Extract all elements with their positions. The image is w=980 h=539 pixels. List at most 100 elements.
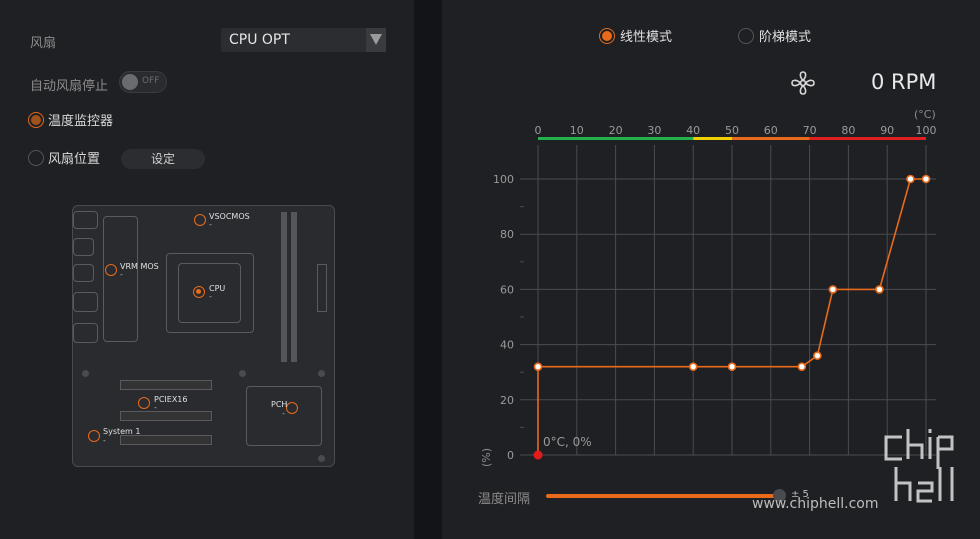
y-tick-labels: 0 20 40 60 80 100 [493,173,514,462]
temp-interval-label: 温度间隔 [478,492,531,507]
y-tick-label: 40 [500,339,514,352]
y-unit-label: (%) [480,448,493,467]
io-port [73,323,98,343]
sensor-vsocmos[interactable] [194,214,206,226]
pcie-slot [120,380,212,390]
temp-monitor-label: 温度监控器 [48,114,114,129]
sensor-label: System 1 [103,427,141,436]
rpm-readout: 0 RPM [871,70,937,94]
cpu-socket-inner [178,263,241,323]
sensor-value: - [209,220,212,229]
temp-bar-segment [693,137,732,140]
chiphell-logo [884,429,954,503]
io-port [73,211,98,229]
y-tick-label: 80 [500,228,514,241]
pcie-slot [120,435,212,445]
sensor-value: - [282,409,285,418]
sensor-label: VRM MOS [120,262,159,271]
sensor-value: - [120,270,123,279]
io-port [73,292,98,312]
x-tick-label: 0 [535,124,542,137]
fan-position-radio[interactable] [28,150,44,166]
fan-curve-panel [442,0,980,539]
linear-mode-label: 线性模式 [620,30,673,45]
step-mode-radio[interactable] [738,28,754,44]
sensor-system-1[interactable] [88,430,100,442]
chart-grid [520,145,936,456]
sensor-label: PCH [271,400,288,409]
sensor-value: - [209,292,212,301]
fan-select-value: CPU OPT [229,32,290,48]
mount-hole [318,370,325,377]
curve-point [875,285,884,294]
sensor-label: VSOCMOS [209,212,250,221]
power-connector [317,264,327,312]
temp-bar-segment [538,137,694,140]
y-tick-label: 60 [500,283,514,296]
toggle-knob [122,74,138,90]
curve-point [727,362,737,371]
sensor-label: CPU [209,284,226,293]
x-tick-label: 70 [803,124,817,137]
x-tick-label: 30 [647,124,661,137]
toggle-text: OFF [142,76,160,86]
sensor-label: PCIEX16 [154,395,188,404]
io-port [73,238,94,256]
cpu-socket [166,253,254,333]
sensor-pch[interactable] [286,402,298,414]
mount-hole [318,455,325,462]
temp-monitor-radio[interactable] [28,112,44,128]
step-mode-label: 阶梯模式 [759,30,812,45]
sensor-value: - [154,403,157,412]
temp-interval-slider[interactable] [546,494,780,498]
curve-line [537,178,926,455]
x-tick-label: 10 [570,124,584,137]
fan-select-arrow-box[interactable] [366,28,386,52]
auto-stop-toggle[interactable]: OFF [119,71,167,93]
y-tick-label: 0 [507,449,514,462]
ram-slot [281,212,287,362]
fan-position-label: 风扇位置 [48,152,101,167]
x-tick-label: 20 [609,124,623,137]
fan-select[interactable]: CPU OPT [221,28,386,52]
auto-stop-label: 自动风扇停止 [30,79,109,94]
curve-point [797,362,807,371]
curve-point [906,174,915,184]
pcie-slot [120,411,212,421]
fan-label: 风扇 [30,36,57,51]
sensor-pciex16[interactable] [138,397,150,409]
slider-handle[interactable] [773,489,786,502]
chevron-down-icon [370,34,382,45]
y-tick-label: 100 [493,173,514,186]
set-button[interactable]: 设定 [121,149,205,169]
mount-hole [239,370,246,377]
curve-point [688,362,698,371]
curve-point [921,174,931,184]
sensor-cpu[interactable] [193,286,205,298]
curve-point [813,351,822,360]
slider-value: ± 5 [791,489,809,500]
y-tick-label: 20 [500,394,514,407]
temperature-color-bar [538,137,926,140]
fan-curve-series [533,174,931,460]
linear-mode-radio[interactable] [599,28,615,44]
x-tick-label: 40 [686,124,700,137]
curve-point [828,285,838,294]
x-tick-label: 50 [725,124,739,137]
temp-bar-segment [809,137,926,140]
point-label: 0°C, 0% [543,435,592,449]
io-port [73,264,94,282]
x-tick-label: 60 [764,124,778,137]
curve-point-selected [533,450,543,460]
pch-chip [246,386,322,446]
curve-point [533,362,543,371]
watermark-text: www.chiphell.com [752,496,879,512]
ram-slot [291,212,297,362]
motherboard-diagram: VSOCMOS - VRM MOS - CPU - PCIEX16 - PCH … [72,205,335,467]
sensor-vrm-mos[interactable] [105,264,117,276]
x-tick-label: 80 [841,124,855,137]
x-tick-label: 90 [880,124,894,137]
fan-icon [791,71,815,95]
